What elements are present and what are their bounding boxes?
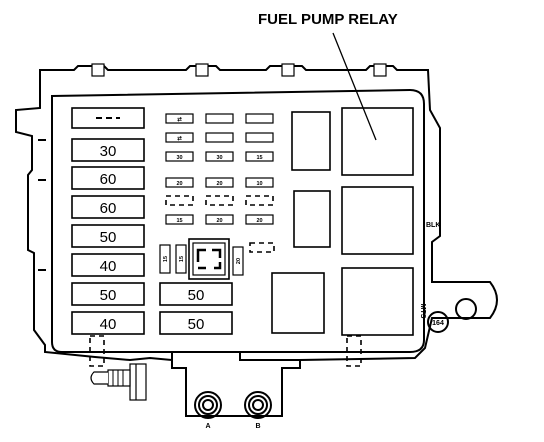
left-fuse-5[interactable] bbox=[71, 253, 145, 277]
blk-label: BLK bbox=[426, 222, 440, 229]
vertical-fuse[interactable] bbox=[159, 244, 171, 274]
housing-outline bbox=[15, 65, 498, 417]
stud-164-ring bbox=[427, 311, 449, 333]
middle-fuse-1[interactable] bbox=[159, 311, 233, 335]
mini-fuse-empty[interactable] bbox=[249, 242, 275, 253]
bolt-connector bbox=[90, 363, 147, 401]
left-fuse-label: 50 bbox=[100, 287, 117, 304]
relay-large-middle[interactable] bbox=[341, 186, 414, 255]
mini-fuse[interactable] bbox=[205, 177, 234, 188]
left-fuse-4[interactable] bbox=[71, 224, 145, 248]
small-relay[interactable] bbox=[188, 238, 230, 280]
mini-fuse-empty[interactable] bbox=[245, 195, 274, 206]
left-fuse-3[interactable] bbox=[71, 195, 145, 219]
mini-fuse[interactable] bbox=[245, 214, 274, 225]
left-fuse-2[interactable] bbox=[71, 166, 145, 190]
left-fuse-label: 60 bbox=[100, 171, 117, 188]
relay-large-bottom[interactable] bbox=[341, 267, 414, 336]
left-fuse-7[interactable] bbox=[71, 311, 145, 335]
mini-fuse[interactable] bbox=[205, 151, 234, 162]
mini-fuse-label: ⇄ bbox=[177, 115, 182, 123]
relay-small-top[interactable] bbox=[291, 111, 331, 171]
stud-164-label: 164 bbox=[432, 320, 444, 327]
fuel-pump-relay[interactable] bbox=[341, 107, 414, 176]
mini-fuse[interactable] bbox=[165, 177, 194, 188]
terminal-a-label: A bbox=[205, 423, 210, 430]
housing-tab bbox=[373, 63, 387, 77]
mini-fuse[interactable] bbox=[165, 132, 194, 143]
mini-fuse[interactable] bbox=[165, 214, 194, 225]
vertical-fuse[interactable] bbox=[232, 246, 244, 276]
mini-fuse[interactable] bbox=[205, 214, 234, 225]
housing-inner-wall bbox=[51, 88, 425, 353]
vertical-fuse-label: 15 bbox=[179, 256, 185, 262]
housing-tab bbox=[195, 63, 209, 77]
left-fuse-label: 50 bbox=[100, 229, 117, 246]
mini-fuse[interactable] bbox=[205, 113, 234, 124]
mounting-hole bbox=[455, 298, 477, 320]
mini-fuse-label: 20 bbox=[176, 181, 182, 187]
middle-fuse-label: 50 bbox=[188, 316, 205, 333]
mini-fuse-label: 15 bbox=[256, 155, 262, 161]
mini-fuse[interactable] bbox=[245, 113, 274, 124]
mini-fuse[interactable] bbox=[165, 113, 194, 124]
terminal-b-label: B bbox=[255, 423, 260, 430]
mini-fuse-grid: ⇄ ⇄ 30 30 15 20 20 10 15 20 20 bbox=[165, 113, 275, 253]
vertical-fuse[interactable] bbox=[175, 244, 187, 274]
left-fuse-1[interactable] bbox=[71, 138, 145, 162]
left-fuse-label: 40 bbox=[100, 316, 117, 333]
mini-fuse-label: 20 bbox=[256, 218, 262, 224]
mini-fuse-label: 20 bbox=[216, 181, 222, 187]
mini-fuse[interactable] bbox=[245, 132, 274, 143]
terminal-a[interactable] bbox=[194, 391, 222, 419]
mini-fuse-label: 15 bbox=[176, 218, 182, 224]
relay-small-middle[interactable] bbox=[293, 190, 331, 248]
mini-fuse-empty[interactable] bbox=[165, 195, 194, 206]
mts-label: MTS bbox=[419, 304, 426, 319]
mini-fuse[interactable] bbox=[205, 132, 234, 143]
connector-slot-right bbox=[346, 335, 362, 367]
left-fuse-column: 30 60 60 50 40 50 40 bbox=[71, 107, 145, 335]
left-fuse-6[interactable] bbox=[71, 282, 145, 306]
housing-bottom-lip bbox=[171, 352, 300, 361]
mini-fuse-label: 20 bbox=[216, 218, 222, 224]
fuel-pump-relay-callout: FUEL PUMP RELAY bbox=[258, 11, 398, 28]
vertical-fuse-label: 15 bbox=[163, 256, 169, 262]
mini-fuse-empty[interactable] bbox=[205, 195, 234, 206]
terminal-b[interactable] bbox=[244, 391, 272, 419]
mini-fuse[interactable] bbox=[165, 151, 194, 162]
housing-tab bbox=[91, 63, 105, 77]
left-fuse-label: 30 bbox=[100, 143, 117, 160]
mini-fuse[interactable] bbox=[245, 177, 274, 188]
left-fuse-label: 40 bbox=[100, 258, 117, 275]
mini-fuse-label: 10 bbox=[256, 181, 262, 187]
mini-fuse-label: 30 bbox=[176, 155, 182, 161]
relay-small-bottom[interactable] bbox=[271, 272, 325, 334]
middle-fuse-label: 50 bbox=[188, 287, 205, 304]
mini-fuse-label: ⇄ bbox=[177, 134, 182, 142]
middle-fuse-0[interactable] bbox=[159, 282, 233, 306]
mini-fuse[interactable] bbox=[245, 151, 274, 162]
vertical-fuse-label: 20 bbox=[236, 258, 242, 264]
connector-slot-left bbox=[89, 335, 105, 367]
housing-tab bbox=[281, 63, 295, 77]
mini-fuse-label: 30 bbox=[216, 155, 222, 161]
left-fuse-label: 60 bbox=[100, 200, 117, 217]
callout-leader bbox=[332, 32, 377, 141]
